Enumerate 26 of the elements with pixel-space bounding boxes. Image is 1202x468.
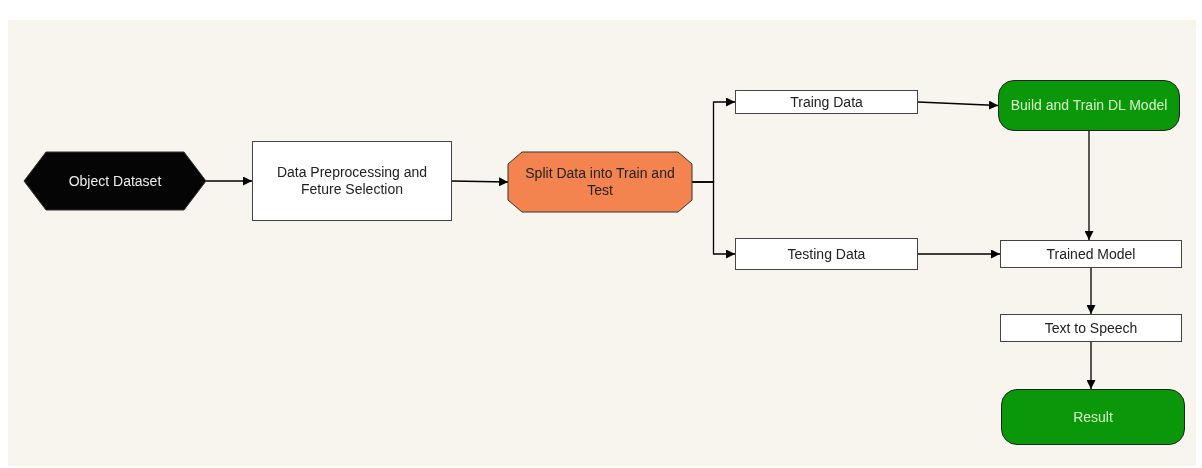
arrow	[1086, 267, 1096, 315]
process-box	[1000, 240, 1182, 268]
data-box	[735, 90, 918, 114]
process-octagon	[508, 152, 692, 212]
node-label: Split Data into Train and Test	[525, 165, 675, 199]
arrow	[691, 181, 736, 259]
process-box	[1000, 314, 1182, 342]
arrow	[451, 177, 509, 187]
process-box	[252, 141, 452, 221]
arrow	[917, 249, 1001, 259]
terminal-rounded-box	[998, 80, 1180, 131]
arrow	[1084, 130, 1094, 241]
terminal-rounded-box	[1001, 389, 1185, 445]
node-label: Data Preprocessing and Feture Selection	[275, 164, 429, 198]
node-label: Build and Train DL Model	[1010, 97, 1168, 114]
start-hexagon	[24, 152, 206, 210]
node-label: Text to Speech	[1044, 319, 1138, 337]
node-label: Trained Model	[1046, 245, 1136, 263]
arrow	[917, 100, 999, 110]
arrow	[1086, 341, 1096, 390]
node-label: Result	[1073, 408, 1113, 426]
node-label: Testing Data	[787, 245, 866, 263]
arrow	[205, 176, 253, 186]
data-box	[735, 238, 918, 270]
node-label: Traing Data	[790, 93, 863, 111]
node-label: Object Dataset	[68, 172, 162, 190]
